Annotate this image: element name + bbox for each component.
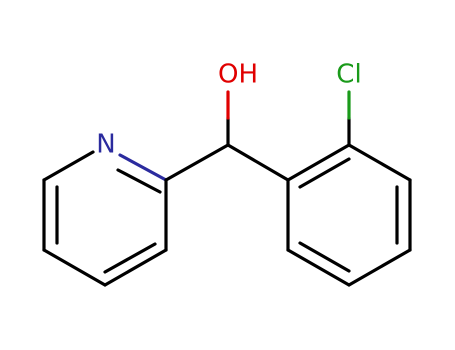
bond-p2-p3 xyxy=(347,143,412,182)
bond-p5-p6-double xyxy=(298,241,351,273)
bond-n-c2-double xyxy=(116,168,162,194)
central-linkers xyxy=(164,90,290,182)
bond-ch-phenyl xyxy=(226,143,290,182)
bond-c2-ch xyxy=(164,143,230,182)
pyridine-ring xyxy=(42,150,168,287)
chlorine-label: Cl xyxy=(336,60,361,90)
bond-c3-c4 xyxy=(103,248,168,287)
bond-p1-p2 xyxy=(286,143,351,182)
bond-c6-n xyxy=(42,150,95,182)
nitrogen-label: N xyxy=(96,130,115,160)
chlorophenyl-ring xyxy=(286,90,412,287)
hydroxyl-label: OH xyxy=(218,60,258,90)
bond-p5-p6 xyxy=(286,248,351,287)
bond-n-c2 xyxy=(118,153,168,182)
bond-p4-p5 xyxy=(347,248,412,287)
bond-p1-p2-double xyxy=(298,157,351,189)
bond-c3-c4-double xyxy=(103,242,157,274)
bond-c4-c5 xyxy=(42,248,107,287)
